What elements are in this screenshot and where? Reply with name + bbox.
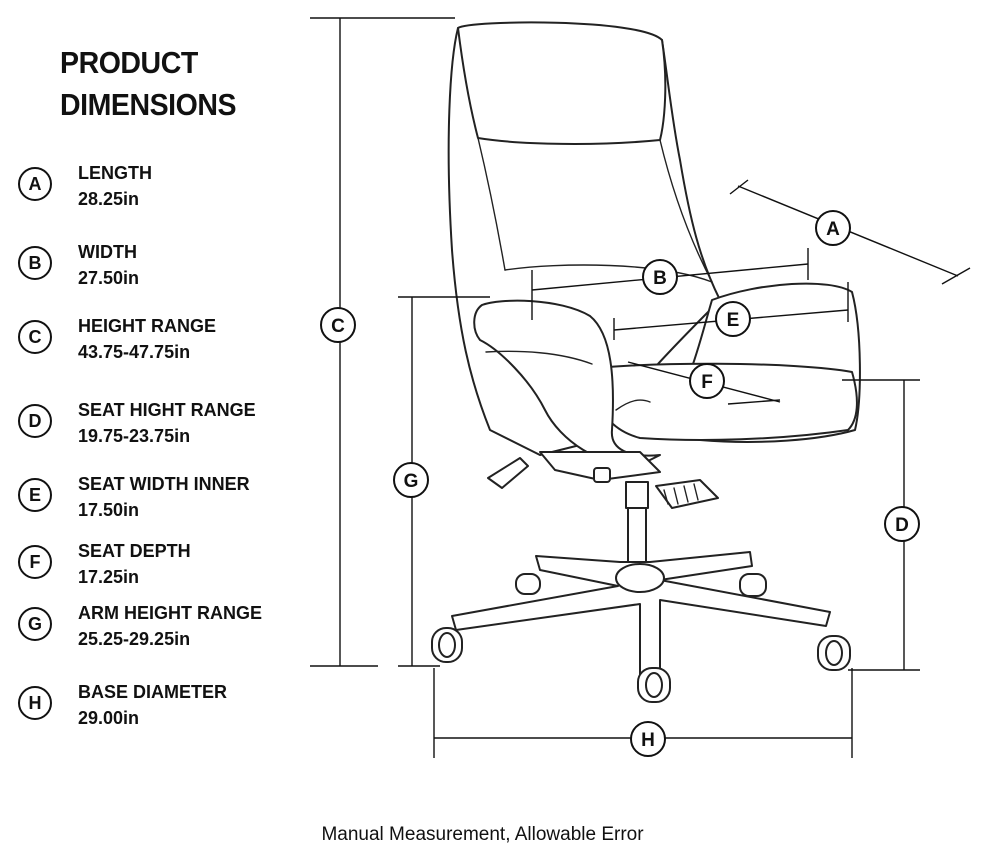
page-title: PRODUCT DIMENSIONS: [60, 42, 237, 126]
marker-b-label: B: [653, 268, 667, 289]
marker-g-label: G: [404, 471, 419, 492]
caster-back-right: [739, 573, 767, 597]
spec-item-arm-height-range: G ARM HEIGHT RANGE 25.25-29.25in: [18, 600, 318, 656]
marker-a-label: A: [826, 219, 840, 240]
measurement-note: Manual Measurement, Allowable Error: [321, 824, 644, 845]
spec-item-width: B WIDTH 27.50in: [18, 239, 318, 295]
marker-e: E: [715, 301, 751, 337]
spec-value: 19.75-23.75in: [78, 426, 191, 446]
spec-label: SEAT HIGHT RANGE: [78, 400, 256, 420]
spec-badge: D: [18, 404, 52, 438]
marker-a: A: [815, 210, 851, 246]
marker-h: H: [630, 721, 666, 757]
marker-d: D: [884, 506, 920, 542]
marker-f-label: F: [701, 372, 713, 393]
marker-c: C: [320, 307, 356, 343]
caster-right: [817, 635, 851, 671]
caster-back-left: [515, 573, 541, 595]
spec-value: 17.50in: [78, 500, 140, 520]
caster-front: [637, 667, 671, 703]
marker-f: F: [689, 363, 725, 399]
title-line-2: DIMENSIONS: [60, 87, 237, 122]
spec-badge: E: [18, 478, 52, 512]
spec-label: BASE DIAMETER: [78, 682, 228, 702]
marker-c-label: C: [331, 316, 345, 337]
spec-item-base-diameter: H BASE DIAMETER 29.00in: [18, 679, 318, 735]
spec-badge: C: [18, 320, 52, 354]
spec-value: 29.00in: [78, 708, 140, 728]
title-line-1: PRODUCT: [60, 45, 198, 80]
spec-value: 43.75-47.75in: [78, 342, 191, 362]
spec-item-length: A LENGTH 28.25in: [18, 160, 318, 216]
spec-badge: F: [18, 545, 52, 579]
spec-item-height-range: C HEIGHT RANGE 43.75-47.75in: [18, 313, 318, 369]
spec-value: 17.25in: [78, 567, 140, 587]
spec-badge: G: [18, 607, 52, 641]
caster-left: [431, 627, 463, 663]
spec-label: SEAT WIDTH INNER: [78, 474, 250, 494]
spec-value: 28.25in: [78, 189, 140, 209]
marker-b: B: [642, 259, 678, 295]
marker-d-label: D: [895, 515, 909, 536]
spec-label: ARM HEIGHT RANGE: [78, 603, 262, 623]
spec-badge: A: [18, 167, 52, 201]
spec-item-seat-width-inner: E SEAT WIDTH INNER 17.50in: [18, 471, 318, 527]
marker-g: G: [393, 462, 429, 498]
spec-label: HEIGHT RANGE: [78, 316, 217, 336]
marker-e-label: E: [727, 310, 740, 331]
spec-item-seat-depth: F SEAT DEPTH 17.25in: [18, 538, 318, 594]
spec-value: 27.50in: [78, 268, 140, 288]
spec-label: LENGTH: [78, 163, 152, 183]
marker-h-label: H: [641, 730, 655, 751]
spec-label: SEAT DEPTH: [78, 541, 191, 561]
chair-illustration: [431, 21, 861, 703]
spec-label: WIDTH: [78, 242, 137, 262]
spec-badge: B: [18, 246, 52, 280]
spec-value: 25.25-29.25in: [78, 629, 191, 649]
spec-item-seat-height-range: D SEAT HIGHT RANGE 19.75-23.75in: [18, 397, 318, 453]
spec-badge: H: [18, 686, 52, 720]
